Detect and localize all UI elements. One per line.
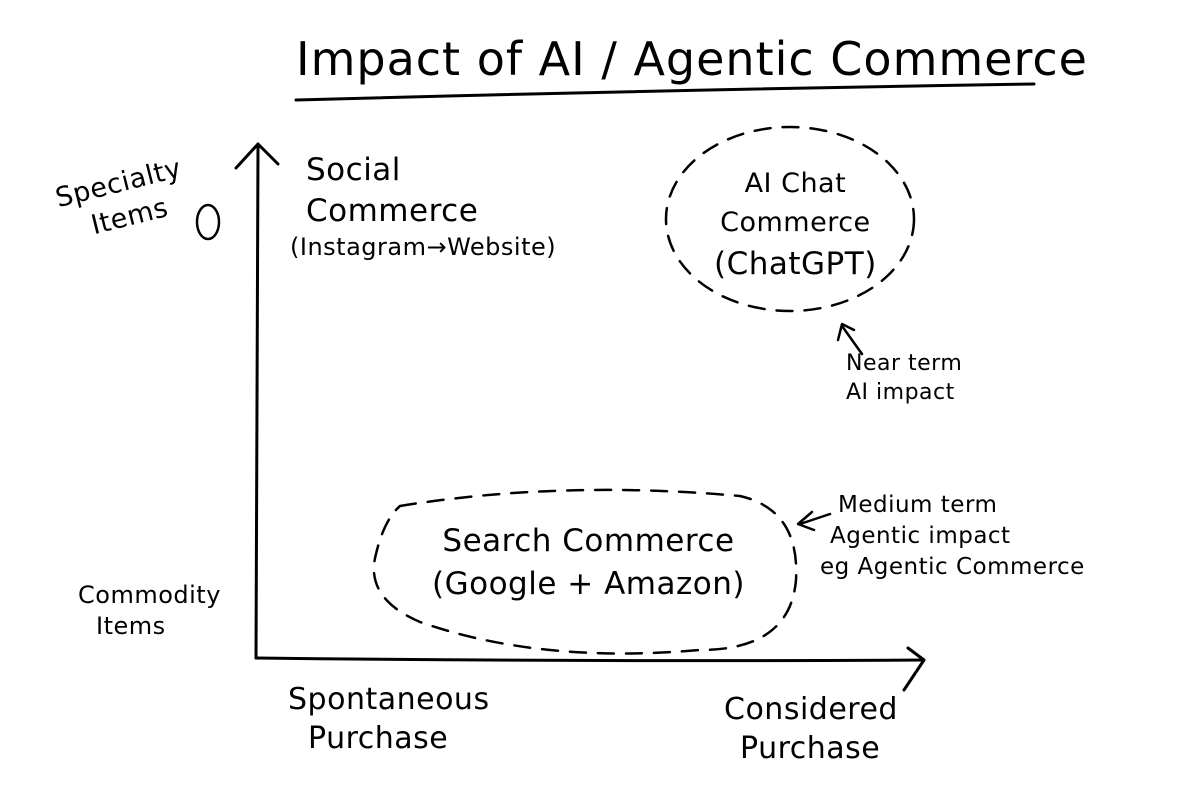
- x-axis-left-line-2: Purchase: [308, 721, 449, 756]
- x-axis-arrowhead: [902, 646, 926, 692]
- y-axis-bottom-line-1: Commodity: [78, 581, 221, 609]
- near-term-line-2: AI impact: [846, 379, 955, 405]
- specialty-loop-mark: [195, 203, 221, 241]
- medium-term-arrow-shaft: [798, 512, 832, 526]
- social-line-2: Commerce: [306, 192, 479, 229]
- y-axis-line: [254, 144, 260, 660]
- medium-term-line-1: Medium term: [838, 492, 998, 518]
- x-axis-line: [254, 656, 926, 663]
- ai-chat-line-2: Commerce: [720, 207, 871, 239]
- x-axis-right-line-1: Considered: [724, 692, 898, 727]
- ai-chat-commerce-label: AI Chat Commerce (ChatGPT): [714, 164, 877, 287]
- y-axis-arrowhead: [234, 142, 280, 170]
- x-axis-right-line-2: Purchase: [740, 731, 881, 766]
- medium-term-line-2: Agentic impact: [830, 523, 1011, 550]
- social-commerce-label: Social Commerce (Instagram→Website): [290, 150, 556, 263]
- search-line-1: Search Commerce: [442, 523, 735, 559]
- medium-term-line-3: eg Agentic Commerce: [820, 554, 1085, 581]
- social-line-3: (Instagram→Website): [290, 232, 557, 261]
- medium-term-arrowhead: [796, 510, 816, 532]
- medium-term-annotation: Medium term Agentic impact eg Agentic Co…: [820, 490, 1085, 583]
- near-term-arrow-shaft: [840, 324, 864, 356]
- x-axis-left-label: Spontaneous Purchase: [288, 680, 490, 758]
- ai-chat-dashed-ellipse: [664, 125, 916, 313]
- search-commerce-label: Search Commerce (Google + Amazon): [432, 520, 745, 607]
- ai-chat-line-1: AI Chat: [744, 168, 847, 199]
- y-axis-bottom-label: Commodity Items: [78, 580, 221, 642]
- diagram-title: Impact of AI / Agentic Commerce: [296, 32, 1088, 86]
- near-term-line-1: Near term: [846, 351, 963, 376]
- social-line-1: Social: [306, 152, 401, 188]
- title-underline: [294, 82, 1036, 102]
- near-term-arrowhead: [836, 322, 856, 342]
- ai-chat-line-3: (ChatGPT): [714, 246, 877, 283]
- x-axis-left-line-1: Spontaneous: [288, 682, 490, 717]
- y-axis-bottom-line-2: Items: [96, 612, 166, 641]
- near-term-annotation: Near term AI impact: [846, 350, 962, 407]
- search-line-2: (Google + Amazon): [432, 566, 745, 603]
- search-dashed-blob: [372, 488, 798, 655]
- x-axis-right-label: Considered Purchase: [724, 690, 898, 768]
